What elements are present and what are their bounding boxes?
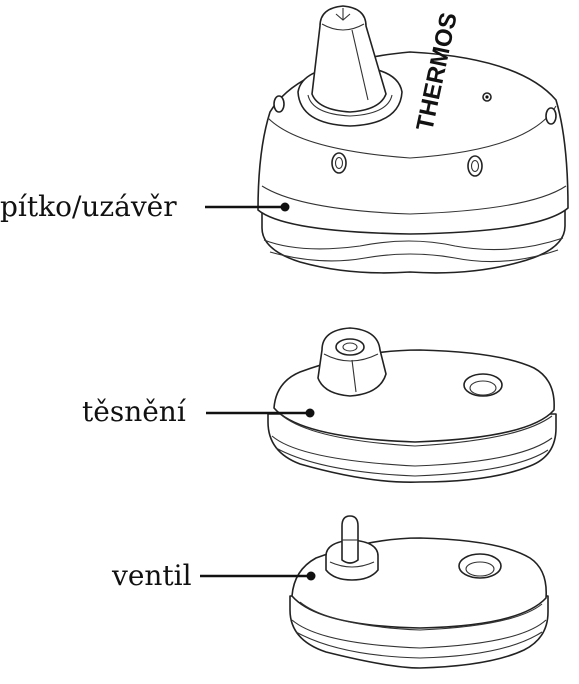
label-seal: těsnění [82,395,186,428]
straw-cap-drawing [205,5,569,274]
seal-drawing [206,327,557,483]
valve-drawing [200,515,549,669]
label-straw-cap: pítko/uzávěr [0,190,177,223]
label-valve: ventil [112,559,192,592]
